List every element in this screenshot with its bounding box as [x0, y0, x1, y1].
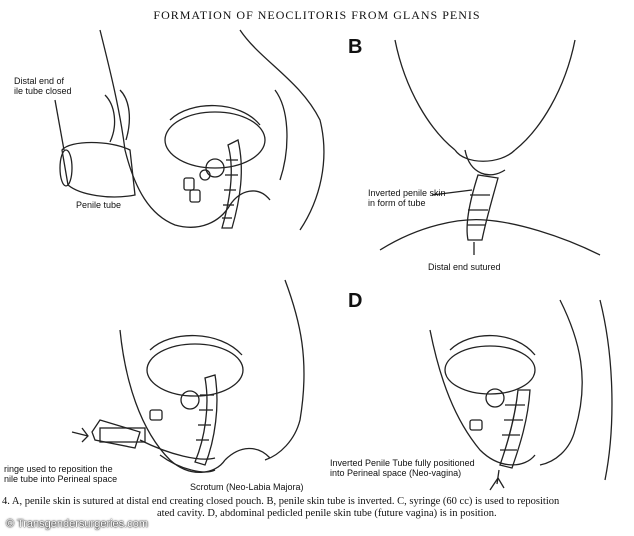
panel-b-drawing [379, 39, 601, 256]
panel-b-letter: B [348, 36, 363, 58]
figure-caption: 4. A, penile skin is sutured at distal e… [2, 496, 560, 519]
label-penile-tube: Penile tube [76, 200, 122, 210]
panel-d-drawing [429, 299, 613, 491]
label-scrotum: Scrotum (Neo-Labia Majora) [190, 482, 304, 492]
label-distal-end-sutured: Distal end sutured [428, 262, 501, 272]
label-inverted-penile-tube: Inverted Penile Tube fully positioned in… [330, 458, 475, 478]
label-distal-end: Distal end of ile tube closed [14, 76, 72, 96]
source-watermark: © Transgendersurgeries.com [6, 518, 149, 530]
panel-a-drawing [54, 29, 325, 231]
label-inverted-penile-skin: Inverted penile skin in form of tube [368, 188, 446, 208]
panel-d-letter: D [348, 290, 363, 312]
panel-c-drawing [71, 279, 305, 473]
figure-title: FORMATION OF NEOCLITORIS FROM GLANS PENI… [153, 8, 481, 22]
label-syringe: ringe used to reposition the nile tube i… [4, 464, 118, 484]
